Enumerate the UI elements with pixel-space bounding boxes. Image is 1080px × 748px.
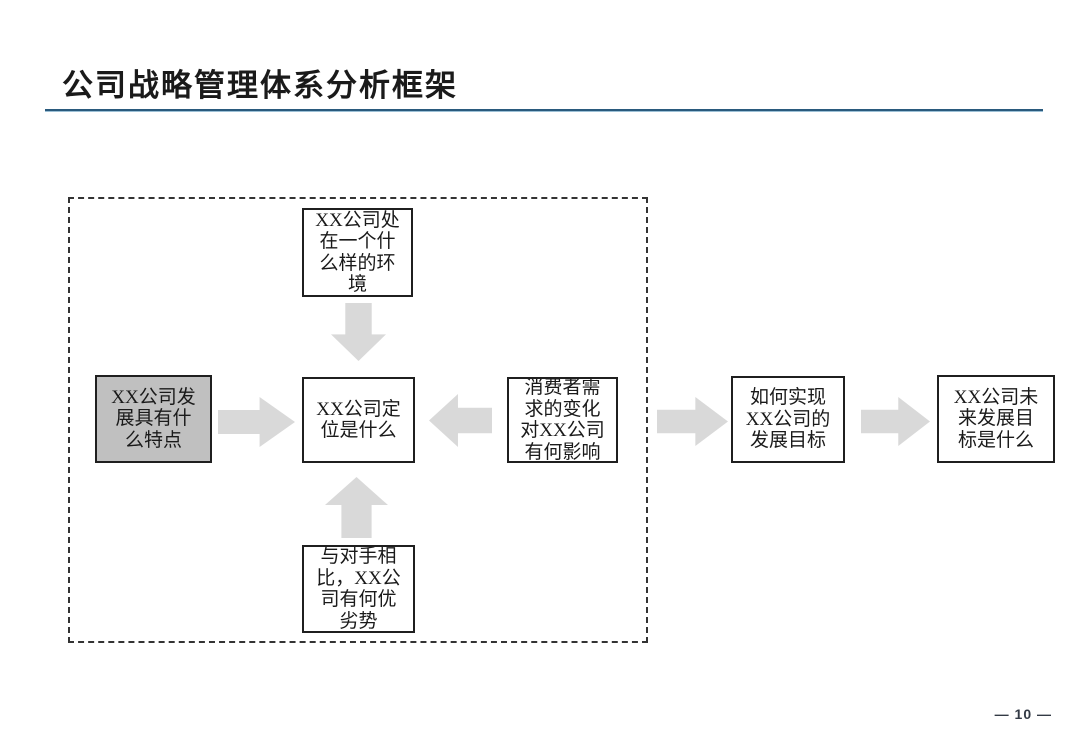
box-future-goal-label: XX公司未 来发展目 标是什么 xyxy=(953,386,1039,451)
right-arrow-icon xyxy=(657,397,728,446)
box-achieve-goal: 如何实现 XX公司的 发展目标 xyxy=(731,376,845,463)
box-competitor-comparison: 与对手相 比，XX公 司有何优 劣势 xyxy=(302,545,415,633)
box-competitor-comparison-label: 与对手相 比，XX公 司有何优 劣势 xyxy=(316,546,401,632)
analysis-dashed-frame xyxy=(68,197,648,643)
page-number: — 10 — xyxy=(994,706,1052,722)
box-development-features-label: XX公司发 展具有什 么特点 xyxy=(111,386,196,451)
box-positioning: XX公司定 位是什么 xyxy=(302,377,415,463)
box-positioning-label: XX公司定 位是什么 xyxy=(316,398,401,442)
box-consumer-demand-label: 消费者需 求的变化 对XX公司 有何影响 xyxy=(520,377,605,463)
box-future-goal: XX公司未 来发展目 标是什么 xyxy=(937,375,1055,463)
title-underline xyxy=(45,109,1043,112)
box-consumer-demand: 消费者需 求的变化 对XX公司 有何影响 xyxy=(507,377,618,463)
box-development-features: XX公司发 展具有什 么特点 xyxy=(95,375,212,463)
page-title: 公司战略管理体系分析框架 xyxy=(62,68,458,103)
right-arrow-icon xyxy=(861,397,930,446)
box-environment: XX公司处 在一个什 么样的环 境 xyxy=(302,208,413,297)
box-achieve-goal-label: 如何实现 XX公司的 发展目标 xyxy=(745,387,831,452)
box-environment-label: XX公司处 在一个什 么样的环 境 xyxy=(315,209,400,295)
